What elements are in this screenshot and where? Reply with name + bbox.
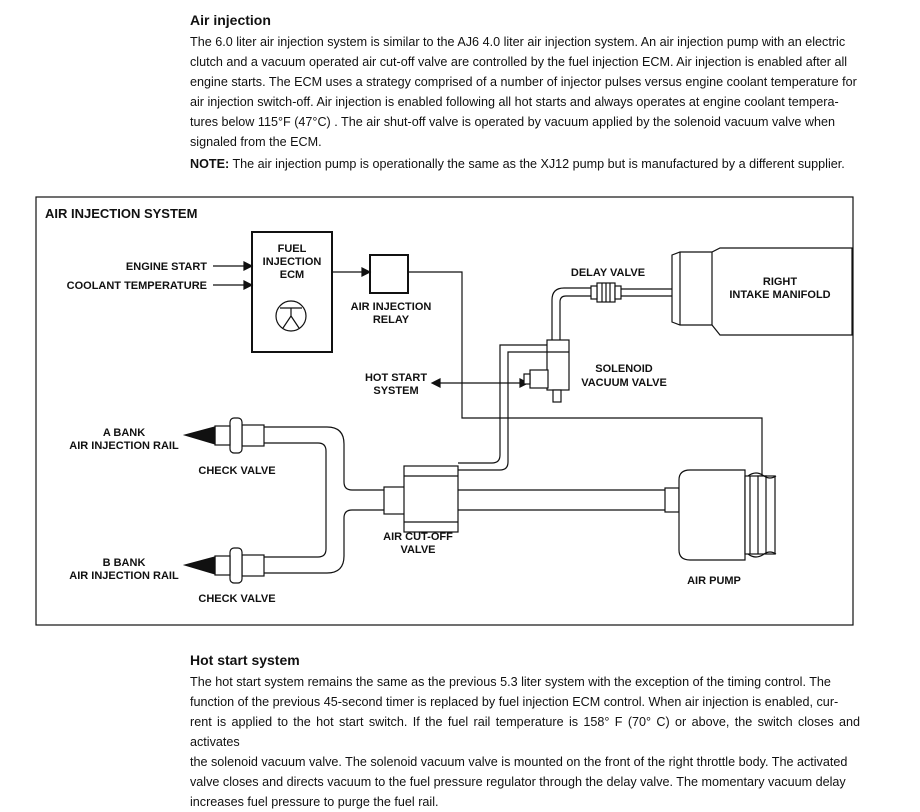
section-title-hot-start: Hot start system: [190, 652, 300, 668]
manifold-label-line1: RIGHT: [763, 276, 798, 288]
hot-start-label-line2: SYSTEM: [373, 385, 418, 397]
diagram-frame: [35, 196, 854, 626]
paragraph-line: valve closes and directs vacuum to the f…: [190, 775, 846, 789]
pump-to-cutoff-duct: [458, 489, 665, 511]
paragraph-line: function of the previous 45-second timer…: [190, 695, 839, 709]
cutoff-label-line2: VALVE: [400, 544, 435, 556]
diagram-title: AIR INJECTION SYSTEM: [45, 206, 197, 221]
check-valve-hoses: [264, 426, 384, 574]
hot-start-paragraph: The hot start system remains the same as…: [190, 672, 860, 812]
ecm-box: [251, 231, 333, 353]
paragraph-line: The 6.0 liter air injection system is si…: [190, 35, 846, 49]
note-paragraph: NOTE: The air injection pump is operatio…: [190, 154, 870, 174]
ecm-label-line3: ECM: [280, 269, 304, 281]
note-label: NOTE:: [190, 157, 230, 171]
air-injection-relay-box: [369, 254, 409, 294]
air-injection-paragraph: The 6.0 liter air injection system is si…: [190, 32, 860, 152]
solenoid-label-line2: VACUUM VALVE: [581, 377, 667, 389]
delay-valve-icon: [590, 282, 622, 303]
coolant-temperature-label: COOLANT TEMPERATURE: [67, 280, 207, 292]
b-bank-label-line2: AIR INJECTION RAIL: [69, 570, 179, 582]
air-cut-off-valve-icon: [383, 465, 459, 533]
paragraph-line: engine starts. The ECM uses a strategy c…: [190, 75, 857, 89]
section-title-air-injection: Air injection: [190, 12, 271, 28]
relay-label-line1: AIR INJECTION: [351, 301, 432, 313]
a-bank-label-line1: A BANK: [103, 427, 145, 439]
ecm-label-line2: INJECTION: [263, 256, 322, 268]
air-pump-icon: [664, 469, 777, 561]
paragraph-line: signaled from the ECM.: [190, 135, 322, 149]
ecm-to-relay-arrow: [332, 267, 372, 277]
air-pump-label: AIR PUMP: [687, 575, 741, 587]
check-valve-b-icon: [182, 547, 265, 584]
paragraph-line: air injection switch-off. Air injection …: [190, 95, 839, 109]
delay-valve-label: DELAY VALVE: [571, 267, 645, 279]
cutoff-label-line1: AIR CUT-OFF: [383, 531, 453, 543]
solenoid-vacuum-valve-icon: [523, 339, 570, 403]
ecm-label-line1: FUEL: [278, 243, 307, 255]
b-bank-label-line1: B BANK: [103, 557, 146, 569]
check-valve-b-label: CHECK VALVE: [198, 593, 275, 605]
relay-label-line2: RELAY: [373, 314, 410, 326]
check-valve-a-icon: [182, 417, 265, 454]
check-valve-a-label: CHECK VALVE: [198, 465, 275, 477]
paragraph-line: The hot start system remains the same as…: [190, 675, 831, 689]
vacuum-hoses: [458, 287, 672, 471]
paragraph-line: the solenoid vacuum valve. The solenoid …: [190, 755, 848, 769]
paragraph-line: increases fuel pressure to purge the fue…: [190, 795, 439, 809]
manifold-label-line2: INTAKE MANIFOLD: [729, 289, 830, 301]
intake-manifold-shape: [671, 247, 853, 336]
hot-start-label-line1: HOT START: [365, 372, 427, 384]
engine-start-label: ENGINE START: [126, 261, 207, 273]
a-bank-label-line2: AIR INJECTION RAIL: [69, 440, 179, 452]
paragraph-line: clutch and a vacuum operated air cut-off…: [190, 55, 848, 69]
paragraph-line: rent is applied to the hot start switch.…: [190, 715, 860, 749]
solenoid-label-line1: SOLENOID: [595, 363, 653, 375]
ecm-symbol-icon: [275, 300, 307, 332]
input-arrows: [213, 261, 254, 290]
hot-start-connection-arrow: [430, 378, 530, 388]
note-text: The air injection pump is operationally …: [229, 157, 845, 171]
paragraph-line: tures below 115°F (47°C) . The air shut-…: [190, 115, 836, 129]
